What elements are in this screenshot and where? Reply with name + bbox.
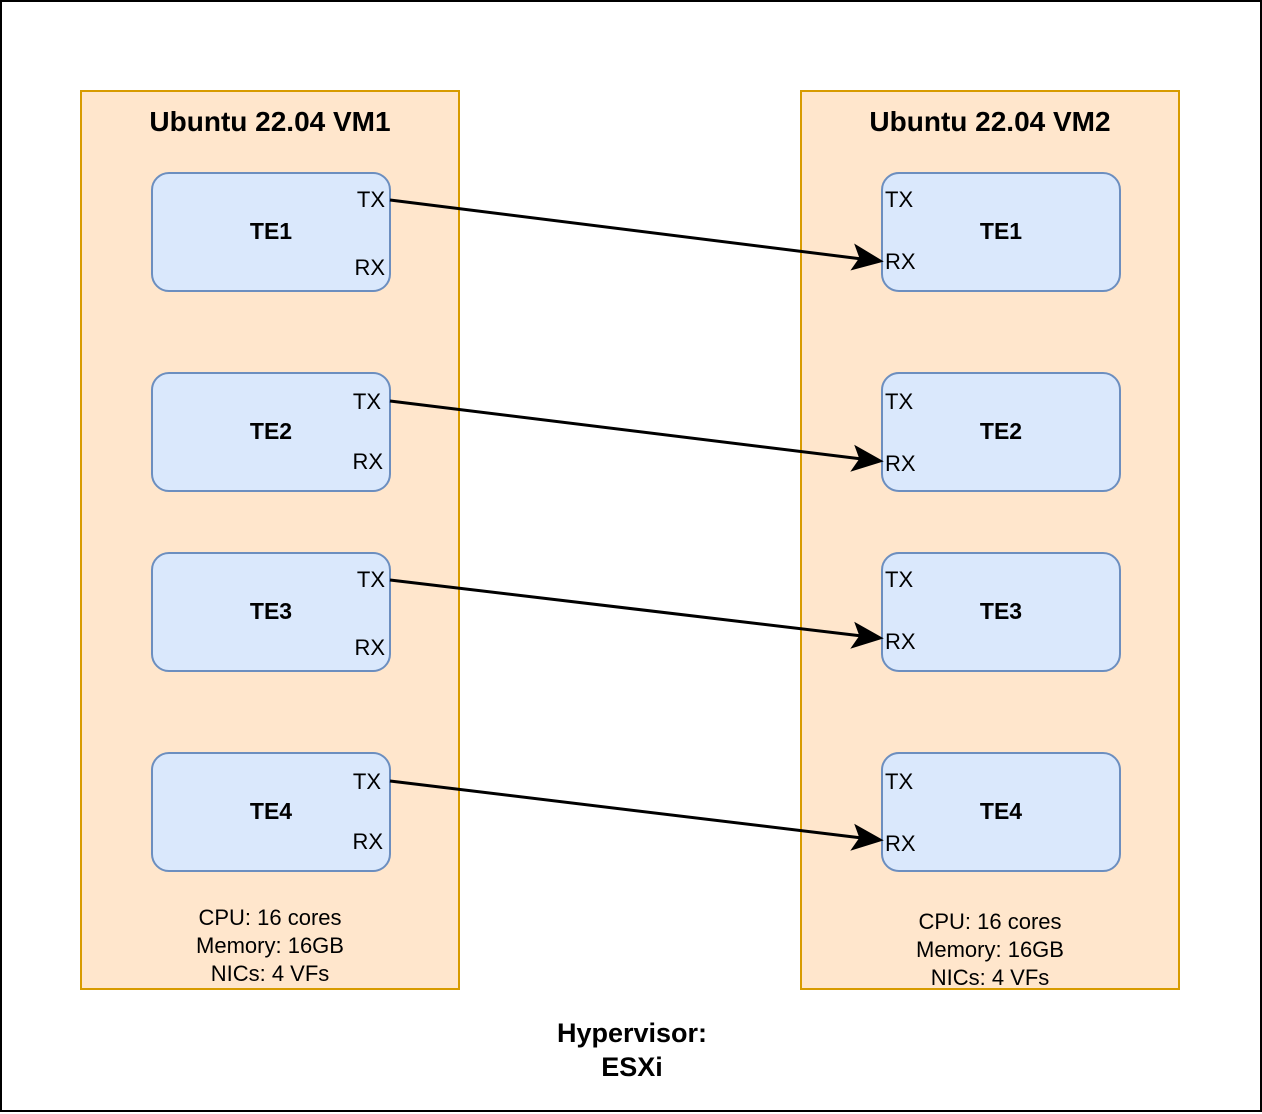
vm2-container: Ubuntu 22.04 VM2 TE1 TX RX TE2 TX RX TE3… <box>800 90 1180 990</box>
vm1-te4-name: TE4 <box>249 798 293 824</box>
hypervisor-title: Hypervisor: <box>556 1018 708 1048</box>
vm2-te1-rx-port: RX <box>885 249 916 274</box>
link-te3-arrow <box>389 578 863 638</box>
vm2-te1-box: TE1 TX RX <box>881 172 1121 292</box>
vm2-te4-name: TE4 <box>979 798 1023 824</box>
vm1-te4-tx-port: TX <box>352 769 381 794</box>
vm2-te2-tx-port: TX <box>885 389 914 414</box>
vm1-te3-tx-port: TX <box>356 567 385 592</box>
vm1-container: Ubuntu 22.04 VM1 TE1 TX RX TE2 TX RX TE3… <box>80 90 460 990</box>
hypervisor-name: ESXi <box>601 1052 663 1082</box>
vm2-te2-name: TE2 <box>979 418 1023 444</box>
vm2-te3-tx-port: TX <box>885 567 914 592</box>
vm1-spec-nics: NICs: 4 VFs <box>210 961 330 986</box>
vm1-specs: CPU: 16 cores Memory: 16GB NICs: 4 VFs <box>82 904 458 988</box>
vm2-specs: CPU: 16 cores Memory: 16GB NICs: 4 VFs <box>802 908 1178 992</box>
vm2-te3-name: TE3 <box>979 598 1023 624</box>
vm2-title: Ubuntu 22.04 VM2 <box>869 106 1111 137</box>
vm2-te1-tx-port: TX <box>885 187 914 212</box>
vm1-te1-box: TE1 TX RX <box>151 172 391 292</box>
vm1-te2-rx-port: RX <box>352 449 383 474</box>
vm1-te3-box: TE3 TX RX <box>151 552 391 672</box>
vm2-te2-rx-port: RX <box>885 451 916 476</box>
vm1-te3-rx-port: RX <box>354 635 385 660</box>
vm1-te2-tx-port: TX <box>352 389 381 414</box>
vm1-te3-name: TE3 <box>249 598 293 624</box>
link-te2-arrow <box>389 399 863 461</box>
vm2-te3-box: TE3 TX RX <box>881 552 1121 672</box>
hypervisor-label: Hypervisor: ESXi <box>482 1016 782 1084</box>
vm2-te4-tx-port: TX <box>885 769 914 794</box>
vm1-te1-rx-port: RX <box>354 255 385 280</box>
vm2-spec-nics: NICs: 4 VFs <box>930 965 1050 990</box>
vm2-spec-cpu: CPU: 16 cores <box>918 909 1062 934</box>
vm1-te2-name: TE2 <box>249 418 293 444</box>
vm2-te4-rx-port: RX <box>885 831 916 856</box>
vm1-te4-box: TE4 TX RX <box>151 752 391 872</box>
vm1-te2-box: TE2 TX RX <box>151 372 391 492</box>
vm2-te4-box: TE4 TX RX <box>881 752 1121 872</box>
vm2-te1-name: TE1 <box>979 218 1023 244</box>
link-te1-arrow <box>389 198 863 261</box>
vm1-spec-memory: Memory: 16GB <box>196 933 344 958</box>
vm1-te4-rx-port: RX <box>352 829 383 854</box>
vm1-te1-name: TE1 <box>249 218 293 244</box>
vm2-te2-box: TE2 TX RX <box>881 372 1121 492</box>
vm1-te1-tx-port: TX <box>356 187 385 212</box>
vm1-title: Ubuntu 22.04 VM1 <box>149 106 391 137</box>
vm1-spec-cpu: CPU: 16 cores <box>198 905 342 930</box>
vm2-spec-memory: Memory: 16GB <box>916 937 1064 962</box>
vm2-te3-rx-port: RX <box>885 629 916 654</box>
link-te4-arrow <box>389 779 863 840</box>
